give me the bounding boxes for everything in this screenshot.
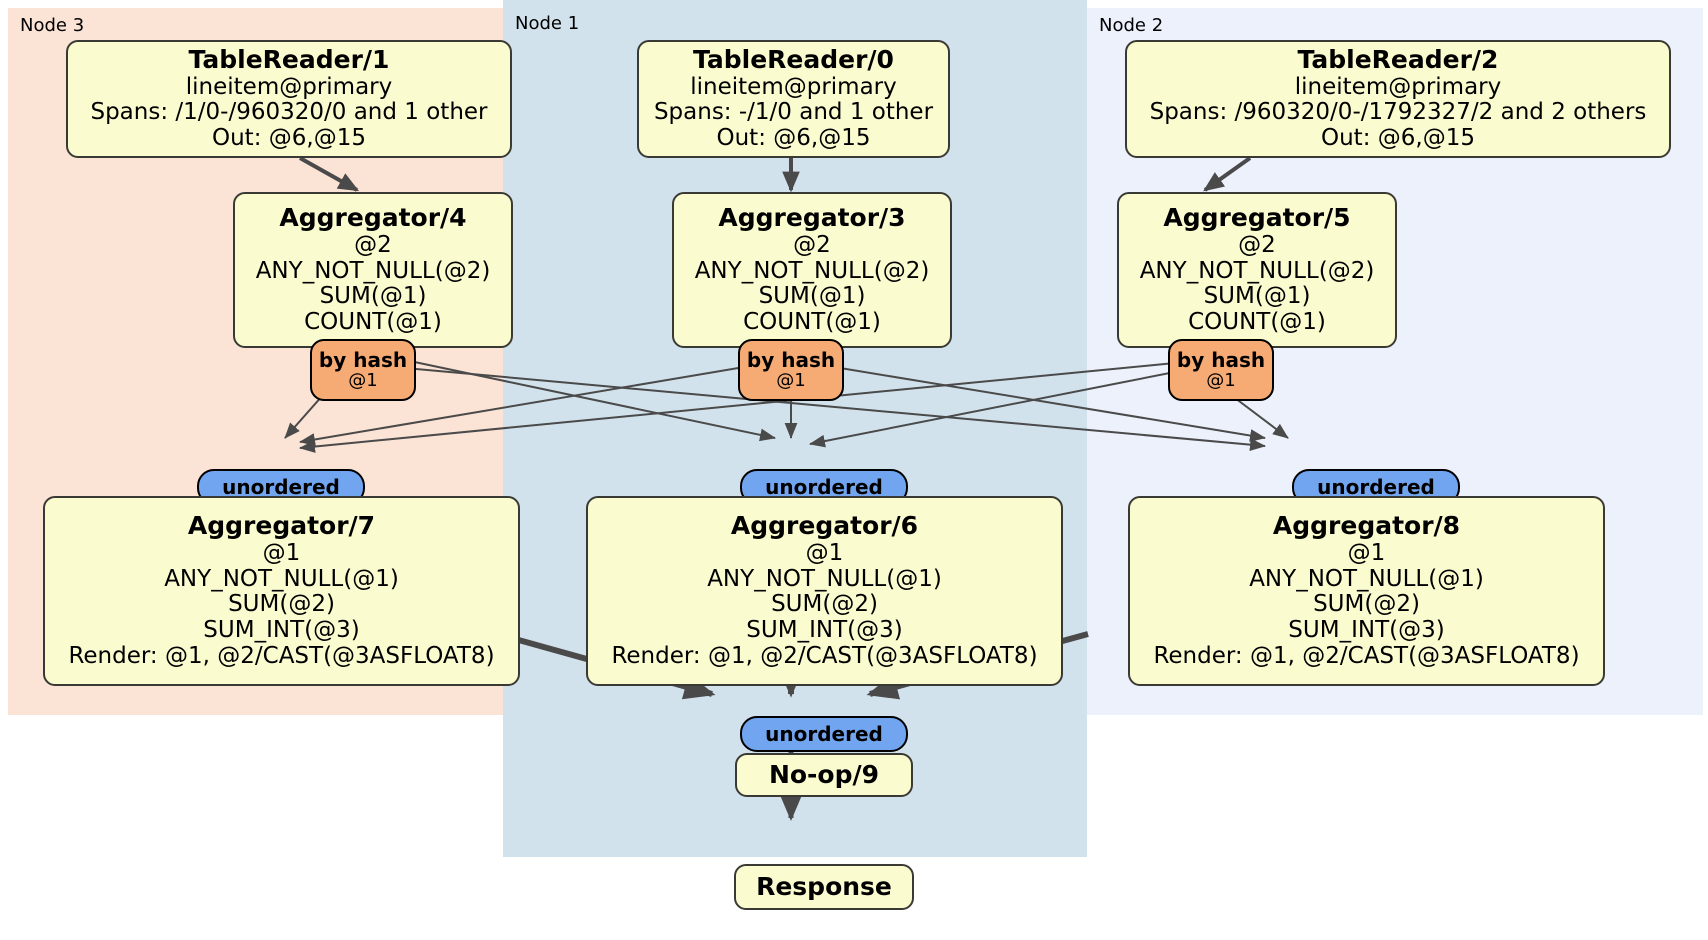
synchronizer-label: unordered [1317,475,1435,499]
box-title: Aggregator/5 [1163,203,1351,233]
box-line: ANY_NOT_NULL(@2) [255,257,491,284]
box-line: SUM(@1) [1203,283,1311,310]
box-aggregator-3[interactable]: Aggregator/3 @2 ANY_NOT_NULL(@2) SUM(@1)… [672,192,952,348]
box-line: SUM_INT(@3) [203,617,360,644]
synchronizer-unordered-final[interactable]: unordered [740,716,908,752]
box-line: Out: @6,@15 [1321,125,1475,152]
box-line: Out: @6,@15 [212,125,366,152]
box-line: SUM(@1) [319,283,427,310]
box-line: @1 [1347,539,1386,566]
box-line: Render: @1, @2/CAST(@3ASFLOAT8) [1153,642,1580,669]
box-title: TableReader/2 [1297,45,1499,75]
box-line: COUNT(@1) [304,309,442,335]
box-line: ANY_NOT_NULL(@2) [694,257,930,284]
box-title: TableReader/0 [693,45,894,75]
box-line: lineitem@primary [1294,73,1502,100]
box-title: Aggregator/6 [730,511,919,541]
box-title: Response [756,871,892,901]
box-line: SUM(@2) [771,591,878,618]
box-response[interactable]: Response [734,864,914,910]
router-by-hash-center[interactable]: by hash @1 [738,339,844,401]
panel-node-3-label: Node 3 [20,15,85,36]
panel-node-1-label: Node 1 [515,13,580,34]
router-sublabel: @1 [348,370,378,392]
router-sublabel: @1 [1206,370,1236,392]
box-line: SUM(@2) [1313,591,1420,618]
router-label: by hash [746,348,836,373]
box-title: Aggregator/3 [718,203,906,233]
panel-node-2-label: Node 2 [1099,15,1164,36]
router-sublabel: @1 [776,370,806,392]
synchronizer-label: unordered [222,475,340,499]
box-line: Spans: /960320/0-/1792327/2 and 2 others [1149,99,1647,126]
box-title: TableReader/1 [188,45,390,75]
box-aggregator-6[interactable]: Aggregator/6 @1 ANY_NOT_NULL(@1) SUM(@2)… [586,496,1063,686]
box-tablereader-2[interactable]: TableReader/2 lineitem@primary Spans: /9… [1125,40,1671,158]
box-line: @1 [262,539,301,566]
box-line: SUM_INT(@3) [1288,617,1445,644]
box-title: Aggregator/7 [187,511,376,541]
box-line: SUM(@1) [758,283,866,310]
box-no-op-9[interactable]: No-op/9 [735,753,913,797]
box-line: @2 [793,231,831,258]
box-line: Spans: /1/0-/960320/0 and 1 other [90,99,488,126]
box-tablereader-1[interactable]: TableReader/1 lineitem@primary Spans: /1… [66,40,512,158]
box-line: COUNT(@1) [743,309,881,335]
box-line: @2 [354,231,392,258]
box-title: Aggregator/8 [1272,511,1461,541]
box-aggregator-5[interactable]: Aggregator/5 @2 ANY_NOT_NULL(@2) SUM(@1)… [1117,192,1397,348]
synchronizer-label: unordered [765,722,883,746]
box-line: SUM(@2) [228,591,335,618]
box-line: Render: @1, @2/CAST(@3ASFLOAT8) [68,642,495,669]
box-line: ANY_NOT_NULL(@2) [1139,257,1375,284]
box-aggregator-8[interactable]: Aggregator/8 @1 ANY_NOT_NULL(@1) SUM(@2)… [1128,496,1605,686]
box-line: lineitem@primary [690,73,897,100]
box-line: SUM_INT(@3) [746,617,903,644]
router-by-hash-right[interactable]: by hash @1 [1168,339,1274,401]
box-line: Out: @6,@15 [716,125,871,152]
box-tablereader-0[interactable]: TableReader/0 lineitem@primary Spans: -/… [637,40,950,158]
box-line: Spans: -/1/0 and 1 other [653,99,934,126]
box-aggregator-7[interactable]: Aggregator/7 @1 ANY_NOT_NULL(@1) SUM(@2)… [43,496,520,686]
synchronizer-label: unordered [765,475,883,499]
box-title: No-op/9 [768,759,880,789]
box-line: COUNT(@1) [1188,309,1326,335]
box-line: ANY_NOT_NULL(@1) [707,565,942,592]
box-line: ANY_NOT_NULL(@1) [1249,565,1484,592]
box-title: Aggregator/4 [279,203,467,233]
box-line: lineitem@primary [185,73,393,100]
box-line: Render: @1, @2/CAST(@3ASFLOAT8) [611,642,1038,669]
box-line: ANY_NOT_NULL(@1) [164,565,399,592]
box-line: @1 [805,539,844,566]
box-line: @2 [1238,231,1276,258]
router-label: by hash [1176,348,1266,373]
box-aggregator-4[interactable]: Aggregator/4 @2 ANY_NOT_NULL(@2) SUM(@1)… [233,192,513,348]
router-by-hash-left[interactable]: by hash @1 [310,339,416,401]
router-label: by hash [318,348,408,373]
